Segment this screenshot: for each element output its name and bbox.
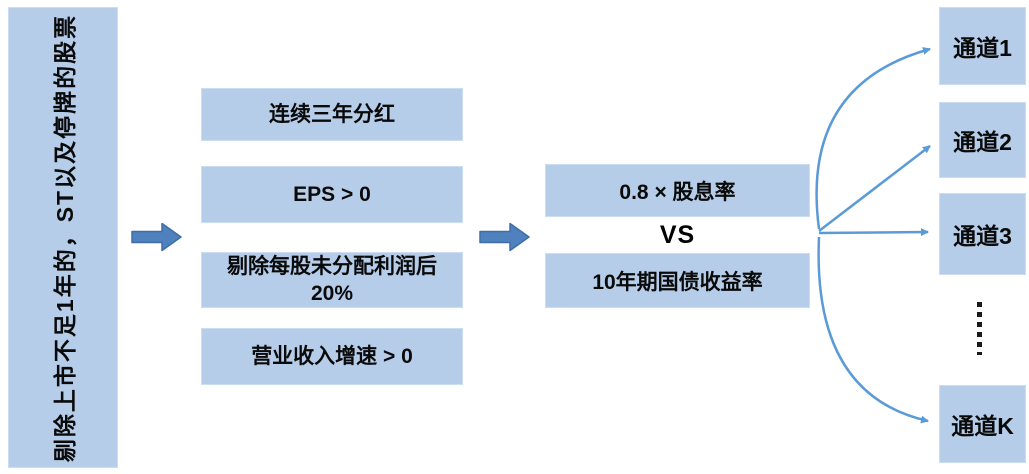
right-arrow-icon [479,222,530,252]
channel-2-box: 通道2 [939,102,1026,178]
filter-label: 连续三年分红 [269,103,395,126]
filter-dividend-3yr: 连续三年分红 [201,88,463,141]
channel-1-box: 通道1 [939,7,1026,85]
treasury-yield-box: 10年期国债收益率 [545,253,810,308]
channel-label: 通道2 [953,129,1012,155]
channel-k-box: 通道K [939,385,1026,463]
filter-label: 营业收入增速 > 0 [251,345,413,368]
channel-label: 通道K [951,413,1014,439]
dividend-yield-box: 0.8 × 股息率 [545,164,810,217]
channel-label: 通道3 [953,223,1012,249]
channel-label: 通道1 [953,35,1012,61]
channel-3-box: 通道3 [939,193,1026,275]
filter-undistributed-profit: 剔除每股未分配利润后20% [201,252,463,308]
dividend-yield-label: 0.8 × 股息率 [619,180,736,204]
filter-label: 剔除每股未分配利润后20% [227,255,437,305]
filter-revenue-growth: 营业收入增速 > 0 [201,328,463,385]
vs-label: VS [659,220,696,249]
right-arrow-icon [131,222,182,252]
vertical-ellipsis-icon [977,302,982,355]
filter-label: EPS > 0 [293,183,371,206]
treasury-yield-label: 10年期国债收益率 [592,270,763,294]
exclusion-box: 剔除上市不足1年的，ST以及停牌的股票 [8,7,118,468]
filter-eps-positive: EPS > 0 [201,166,463,223]
